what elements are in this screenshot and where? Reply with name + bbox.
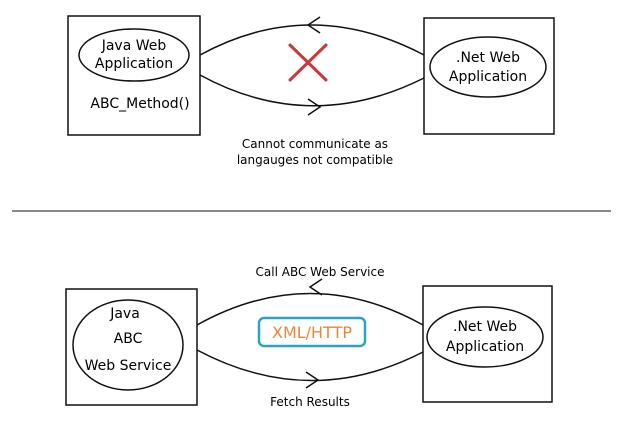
net-web-app-label-line2: Application bbox=[449, 69, 527, 85]
top-lower-arrowhead bbox=[307, 98, 322, 116]
java-web-app-box bbox=[67, 15, 201, 136]
net-web-app-bottom-label-line2: Application bbox=[446, 339, 524, 355]
net-web-app-bottom-label-line1: .Net Web bbox=[453, 319, 517, 335]
java-web-service-ellipse bbox=[72, 299, 184, 391]
bottom-lower-arrowhead bbox=[305, 371, 320, 389]
incompatible-caption-line2: langauges not compatible bbox=[237, 153, 393, 167]
java-web-service-box bbox=[65, 288, 198, 406]
java-web-service-label-line3: Web Service bbox=[85, 358, 172, 374]
top-lower-curve bbox=[199, 74, 425, 107]
incompatible-caption-line1: Cannot communicate as bbox=[242, 137, 388, 151]
abc-method-label: ABC_Method() bbox=[90, 96, 189, 112]
bottom-upper-arrowhead bbox=[308, 278, 323, 296]
top-upper-curve bbox=[199, 24, 425, 56]
bottom-section: Java ABC Web Service .Net Web Applicatio… bbox=[65, 265, 553, 409]
top-section: Java Web Application ABC_Method() .Net W… bbox=[67, 15, 555, 167]
java-web-service-label-line1: Java bbox=[109, 306, 140, 322]
java-web-app-label-line2: Application bbox=[95, 56, 173, 72]
protocol-badge bbox=[257, 316, 367, 348]
net-web-app-label-line1: .Net Web bbox=[456, 50, 520, 66]
java-web-service-label-line2: ABC bbox=[114, 331, 143, 347]
top-upper-arrowhead bbox=[306, 16, 321, 34]
net-web-app-ellipse-bottom bbox=[426, 306, 544, 368]
incompatible-cross-icon bbox=[288, 43, 328, 82]
call-web-service-label: Call ABC Web Service bbox=[256, 265, 385, 279]
protocol-badge-label: XML/HTTP bbox=[272, 323, 352, 342]
bottom-upper-curve bbox=[196, 292, 424, 326]
net-web-app-box-bottom bbox=[422, 285, 553, 403]
bottom-lower-curve bbox=[196, 349, 424, 382]
net-web-app-ellipse bbox=[429, 36, 547, 98]
net-web-app-box bbox=[423, 17, 555, 135]
java-web-app-label-line1: Java Web bbox=[101, 38, 167, 54]
java-web-app-ellipse bbox=[78, 28, 190, 82]
fetch-results-label: Fetch Results bbox=[270, 395, 350, 409]
